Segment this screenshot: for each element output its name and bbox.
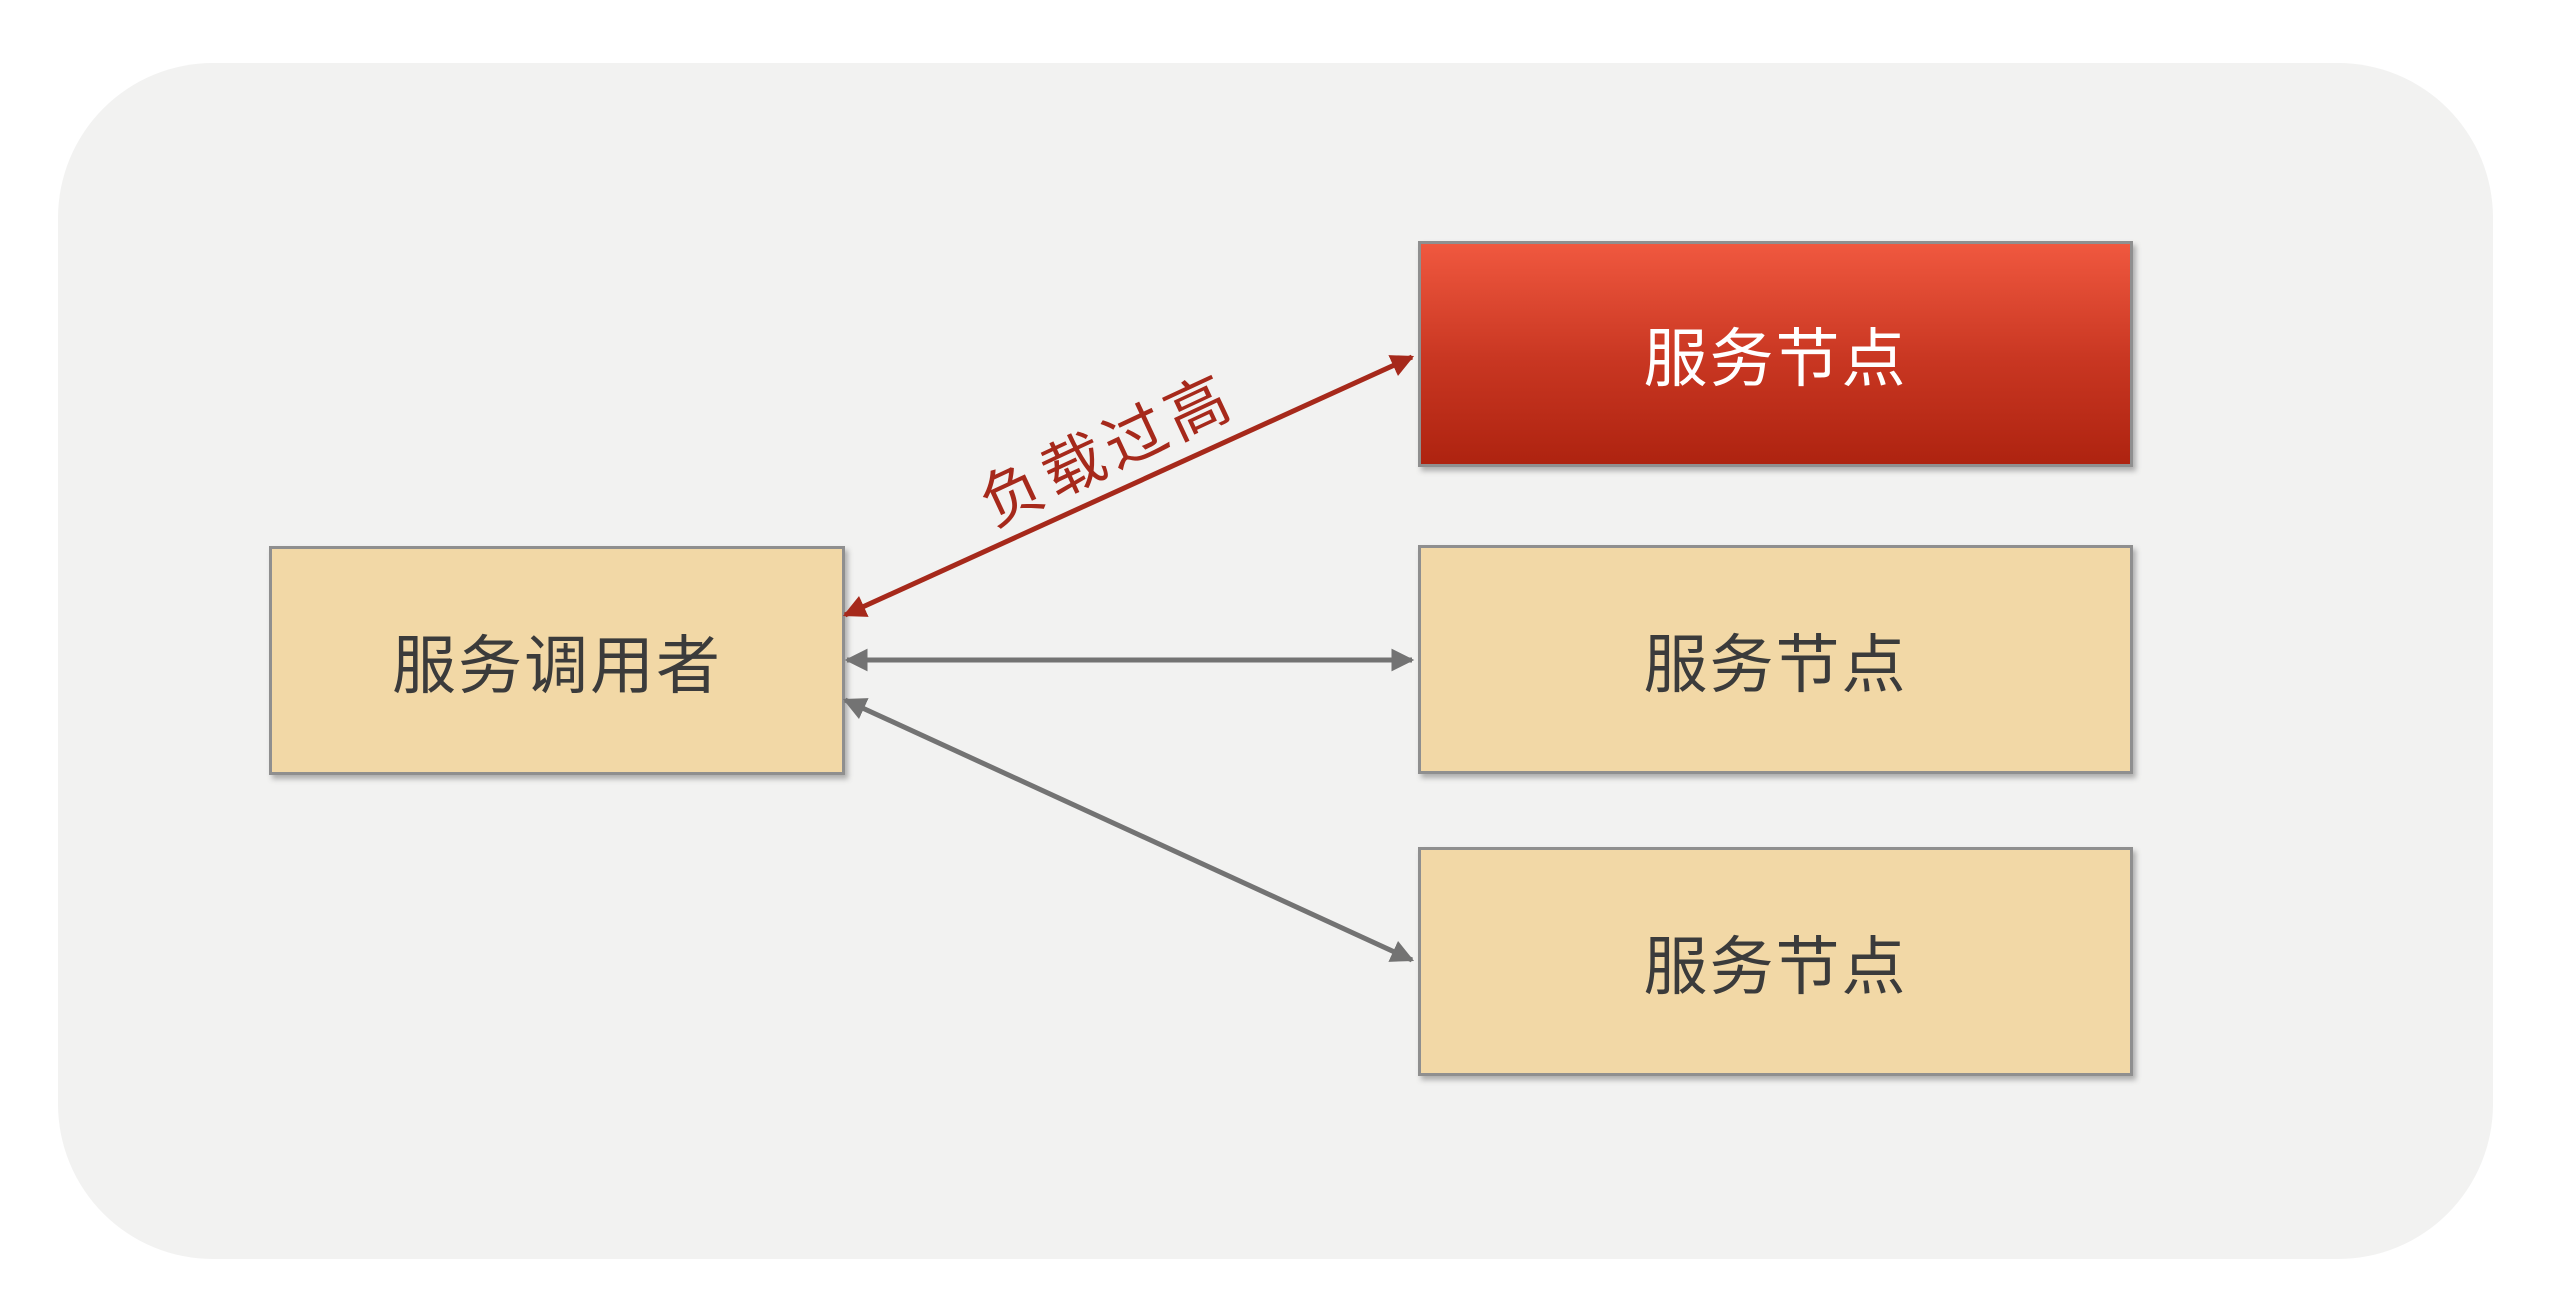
caller-box: 服务调用者: [269, 546, 845, 775]
service-node-label: 服务节点: [1643, 930, 1908, 1003]
service-node-label: 服务节点: [1643, 628, 1908, 701]
service-node-label: 服务节点: [1643, 323, 1908, 395]
service-node-box-middle: 服务节点: [1418, 545, 2133, 774]
caller-label: 服务调用者: [392, 629, 722, 702]
service-node-box-bottom: 服务节点: [1418, 847, 2133, 1076]
service-node-box-overloaded: 服务节点: [1418, 241, 2133, 467]
